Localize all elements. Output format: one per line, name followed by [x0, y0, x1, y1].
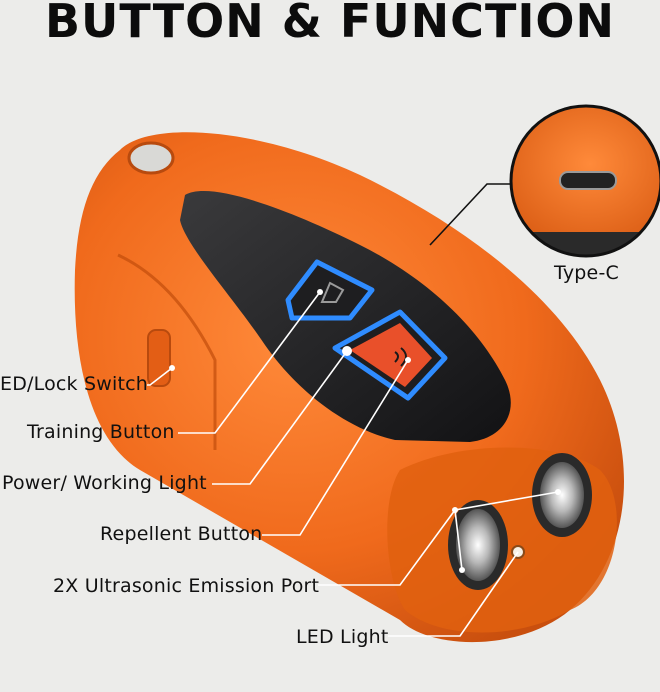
type-c-leader-line [429, 183, 512, 246]
callout-lines [147, 291, 559, 637]
repellent-button[interactable] [332, 309, 448, 401]
type-c-port [559, 171, 617, 190]
page-title: BUTTON & FUNCTION [44, 0, 616, 48]
label-type-c: Type-C [554, 262, 619, 284]
training-button[interactable] [285, 259, 375, 321]
label-led-light: LED Light [296, 626, 389, 648]
label-training-button: Training Button [27, 421, 175, 443]
label-ultrasonic-port: 2X Ultrasonic Emission Port [53, 575, 320, 597]
side-lock-switch[interactable] [147, 329, 171, 387]
label-led-lock-switch: ED/Lock Switch [0, 373, 149, 395]
type-c-zoom [509, 104, 660, 258]
label-repellent-button: Repellent Button [100, 523, 263, 545]
label-power-working-light: Power/ Working Light [2, 472, 207, 494]
